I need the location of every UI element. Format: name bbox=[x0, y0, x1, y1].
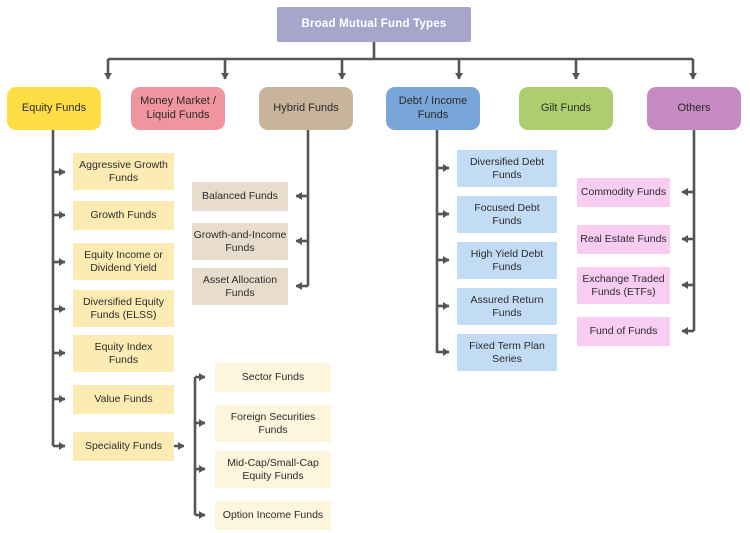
category-gilt-funds[interactable]: Gilt Funds bbox=[519, 87, 613, 130]
equity-child-diversified-equity-funds-elss[interactable]: Diversified Equity Funds (ELSS) bbox=[73, 290, 174, 327]
equity-child-equity-index-funds[interactable]: Equity Index Funds bbox=[73, 335, 174, 372]
speciality-child-foreign-securities-funds[interactable]: Foreign Securities Funds bbox=[215, 405, 331, 442]
hybrid-child-balanced-funds[interactable]: Balanced Funds bbox=[192, 182, 288, 211]
category-debt-income-funds[interactable]: Debt / Income Funds bbox=[386, 87, 480, 130]
others-child-exchange-traded-funds-etfs[interactable]: Exchange Traded Funds (ETFs) bbox=[577, 267, 670, 304]
equity-child-aggressive-growth-funds[interactable]: Aggressive Growth Funds bbox=[73, 153, 174, 190]
speciality-child-mid-cap-small-cap-equity-funds[interactable]: Mid-Cap/Small-Cap Equity Funds bbox=[215, 451, 331, 488]
category-equity-funds[interactable]: Equity Funds bbox=[7, 87, 101, 130]
equity-child-value-funds[interactable]: Value Funds bbox=[73, 385, 174, 414]
speciality-child-sector-funds[interactable]: Sector Funds bbox=[215, 363, 331, 392]
category-money-market-liquid-funds[interactable]: Money Market / Liquid Funds bbox=[131, 87, 225, 130]
debt-child-assured-return-funds[interactable]: Assured Return Funds bbox=[457, 288, 557, 325]
debt-child-diversified-debt-funds[interactable]: Diversified Debt Funds bbox=[457, 150, 557, 187]
equity-child-equity-income-or-dividend-yield[interactable]: Equity Income or Dividend Yield bbox=[73, 243, 174, 280]
category-others[interactable]: Others bbox=[647, 87, 741, 130]
hybrid-child-asset-allocation-funds[interactable]: Asset Allocation Funds bbox=[192, 268, 288, 305]
others-child-commodity-funds[interactable]: Commodity Funds bbox=[577, 178, 670, 207]
equity-child-speciality-funds[interactable]: Speciality Funds bbox=[73, 432, 174, 461]
debt-child-focused-debt-funds[interactable]: Focused Debt Funds bbox=[457, 196, 557, 233]
root-node[interactable]: Broad Mutual Fund Types bbox=[277, 7, 471, 42]
category-hybrid-funds[interactable]: Hybrid Funds bbox=[259, 87, 353, 130]
others-child-real-estate-funds[interactable]: Real Estate Funds bbox=[577, 225, 670, 254]
others-child-fund-of-funds[interactable]: Fund of Funds bbox=[577, 317, 670, 346]
debt-child-high-yield-debt-funds[interactable]: High Yield Debt Funds bbox=[457, 242, 557, 279]
debt-child-fixed-term-plan-series[interactable]: Fixed Term Plan Series bbox=[457, 334, 557, 371]
equity-child-growth-funds[interactable]: Growth Funds bbox=[73, 201, 174, 230]
hybrid-child-growth-and-income-funds[interactable]: Growth-and-Income Funds bbox=[192, 223, 288, 260]
speciality-child-option-income-funds[interactable]: Option Income Funds bbox=[215, 501, 331, 530]
